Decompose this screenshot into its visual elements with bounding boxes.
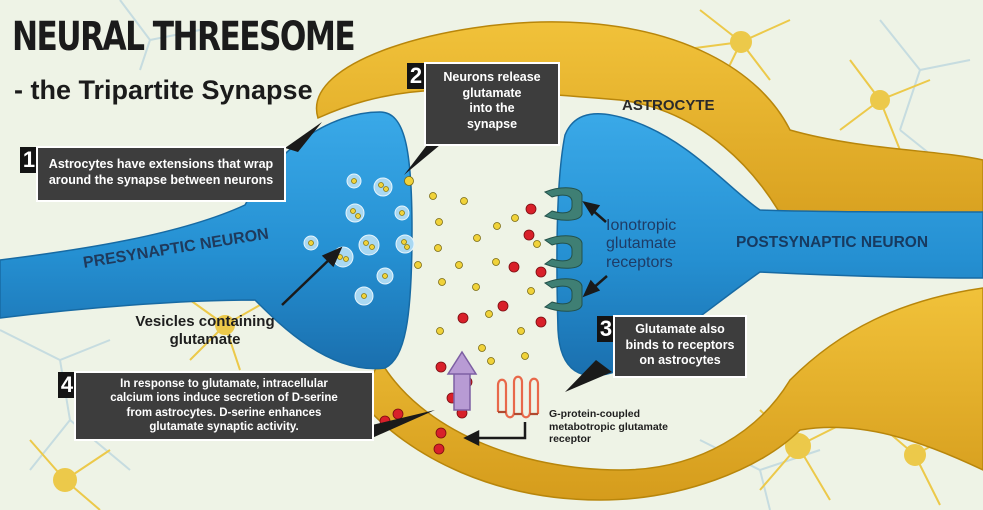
callout-4-line-1: In response to glutamate, intracellular	[76, 377, 372, 391]
callout-3-line-3: on astrocytes	[615, 353, 745, 369]
gpcr-label-line-1: G-protein-coupled	[549, 408, 668, 421]
callout-1-line-1: Astrocytes have extensions that wrap	[38, 157, 284, 173]
gpcr-label-line-2: metabotropic glutamate	[549, 421, 668, 434]
callout-2-line-2: glutamate	[426, 86, 558, 102]
callout-4-line-3: from astrocytes. D-serine enhances	[76, 406, 372, 420]
astrocyte-label: ASTROCYTE	[622, 97, 715, 114]
ionotropic-label-line-3: receptors	[606, 254, 676, 272]
callout-4-line-2: calcium ions induce secretion of D-serin…	[76, 391, 372, 405]
callout-2-number: 2	[407, 63, 425, 89]
callout-2-line-1: Neurons release	[426, 70, 558, 86]
callout-2-line-4: synapse	[426, 117, 558, 133]
callout-1-line-2: around the synapse between neurons	[38, 173, 284, 189]
callout-2-line-3: into the	[426, 101, 558, 117]
gpcr-label: G-protein-coupled metabotropic glutamate…	[549, 408, 668, 446]
ionotropic-label-line-1: Ionotropic	[606, 217, 676, 235]
vesicles-label: Vesicles containing glutamate	[120, 313, 290, 349]
callout-3: Glutamate also binds to receptors on ast…	[613, 315, 747, 378]
metabotropic-receptor	[498, 377, 538, 418]
glutamate-molecules	[405, 177, 541, 365]
gpcr-label-line-3: receptor	[549, 433, 668, 446]
callout-4: In response to glutamate, intracellular …	[74, 371, 374, 441]
ionotropic-label-line-2: glutamate	[606, 235, 676, 253]
ionotropic-label: Ionotropic glutamate receptors	[606, 217, 676, 272]
page-title: NEURAL THREESOME	[12, 14, 354, 60]
callout-3-line-2: binds to receptors	[615, 338, 745, 354]
vesicles-label-line-2: glutamate	[120, 331, 290, 349]
callout-1: Astrocytes have extensions that wrap aro…	[36, 146, 286, 202]
page-subtitle: - the Tripartite Synapse	[14, 75, 313, 106]
callout-4-line-4: glutamate synaptic activity.	[76, 420, 372, 434]
callout-3-line-1: Glutamate also	[615, 322, 745, 338]
postsynaptic-label: POSTSYNAPTIC NEURON	[736, 234, 928, 252]
callout-2: Neurons release glutamate into the synap…	[424, 62, 560, 146]
vesicles-label-line-1: Vesicles containing	[120, 313, 290, 331]
